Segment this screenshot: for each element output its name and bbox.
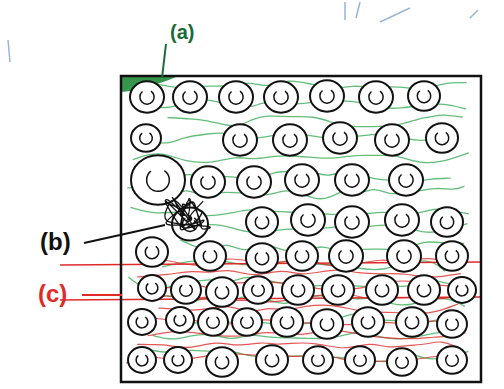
soil-particle xyxy=(237,166,271,197)
soil-particle xyxy=(232,308,262,336)
soil-particle xyxy=(310,80,344,111)
soil-particle xyxy=(171,276,201,304)
soil-particle xyxy=(131,155,185,205)
soil-particle xyxy=(311,309,343,338)
soil-particle xyxy=(198,308,228,336)
soil-particle xyxy=(194,241,226,270)
soil-particle xyxy=(352,307,384,336)
dark-deposit xyxy=(165,198,210,230)
soil-particle xyxy=(246,243,278,272)
soil-particle xyxy=(322,275,354,304)
soil-particle xyxy=(431,207,463,236)
soil-particle xyxy=(335,164,369,195)
soil-particle xyxy=(130,81,164,112)
soil-particle xyxy=(285,164,319,195)
soil-particle xyxy=(206,277,238,306)
soil-particle xyxy=(335,206,369,237)
soil-particle xyxy=(131,124,161,152)
pen-marks xyxy=(8,2,478,62)
soil-particle xyxy=(223,124,257,155)
soil-particle xyxy=(243,276,273,304)
soil-particle xyxy=(396,307,428,336)
soil-particle xyxy=(286,241,318,270)
soil-particle xyxy=(256,345,288,374)
soil-particle xyxy=(345,346,375,374)
soil-particle xyxy=(426,123,458,152)
soil-particle xyxy=(359,81,393,112)
soil-particle xyxy=(128,347,156,373)
soil-particle xyxy=(136,237,168,266)
soil-particle xyxy=(271,307,303,336)
soil-particle xyxy=(138,275,166,301)
soil-particle xyxy=(206,347,238,376)
soil-particle xyxy=(329,240,363,271)
leader-line xyxy=(84,225,165,243)
soil-particle xyxy=(387,240,421,271)
soil-particle xyxy=(219,81,253,112)
soil-particle xyxy=(164,347,192,373)
soil-particle xyxy=(173,81,207,112)
soil-particle xyxy=(128,309,156,335)
soil-particle xyxy=(191,166,225,197)
soil-particle xyxy=(408,81,440,110)
water-squiggle xyxy=(133,153,469,163)
soil-particle xyxy=(291,204,325,235)
soil-particle xyxy=(166,307,194,333)
soil-particle xyxy=(273,124,307,155)
red-squiggle xyxy=(137,342,458,348)
soil-particle xyxy=(282,275,314,304)
soil-particle xyxy=(436,241,468,270)
soil-particle xyxy=(264,81,298,112)
water-squiggle xyxy=(167,115,462,126)
soil-particle xyxy=(389,164,423,195)
soil-particle xyxy=(437,310,467,338)
soil-particle xyxy=(385,204,419,235)
soil-particle xyxy=(375,124,409,155)
soil-particle xyxy=(323,122,357,153)
callout-label: (c) xyxy=(38,282,67,306)
leader-line xyxy=(82,294,122,296)
callout-label: (b) xyxy=(40,230,71,254)
soil-particle xyxy=(448,277,476,303)
soil-particle xyxy=(387,348,417,376)
leader-line xyxy=(162,44,166,78)
soil-particle xyxy=(408,275,440,304)
particles xyxy=(128,80,476,376)
soil-particle xyxy=(303,346,333,374)
sample-box xyxy=(121,76,481,382)
soil-particle xyxy=(246,207,278,236)
callout-label: (a) xyxy=(170,22,194,42)
soil-particle xyxy=(366,275,398,304)
soil-particle xyxy=(437,346,467,374)
